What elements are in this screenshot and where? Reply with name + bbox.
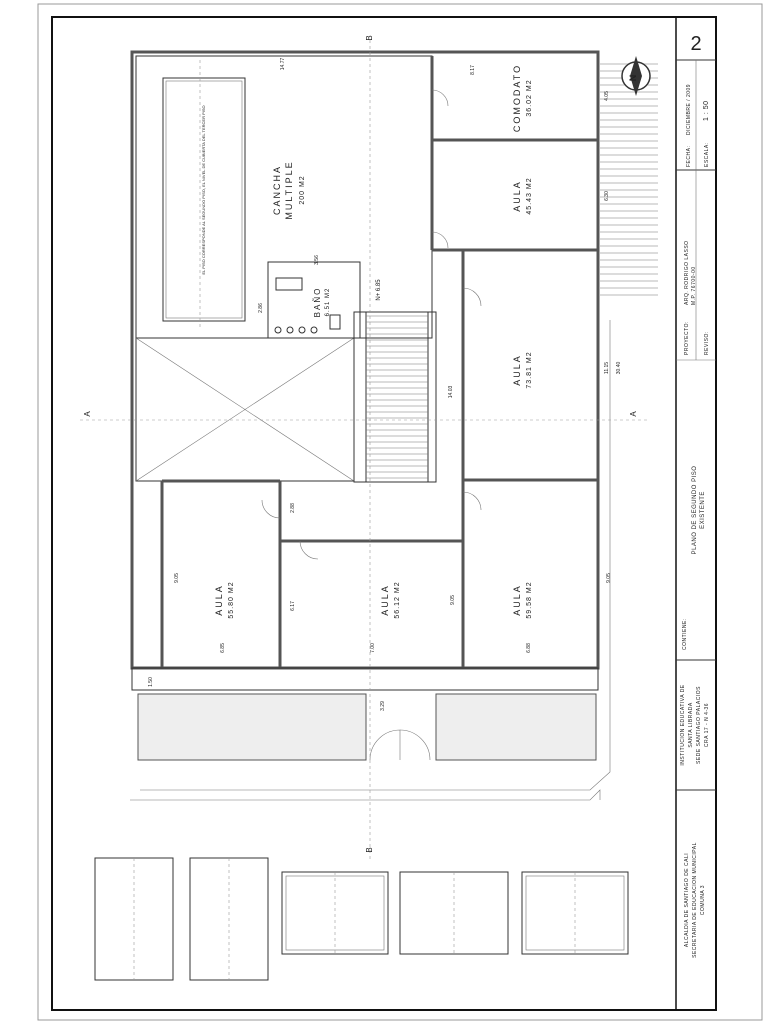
client-line: SECRETARIA DE EDUCACION MUNICIPAL	[692, 842, 698, 958]
north-label: N	[628, 75, 638, 82]
institution-line: SEDE SANTIAGO PALACIOS	[696, 686, 702, 764]
institution-line: SANTA LIBRADA	[688, 702, 694, 747]
license: M.P. 76700-00	[691, 266, 697, 305]
room-area: 73.81 M2	[526, 351, 533, 388]
section-markers: A A B B N	[83, 35, 638, 852]
room-area: 200 M2	[299, 175, 306, 204]
bathroom-walls	[267, 261, 361, 339]
room-area: 55.80 M2	[228, 581, 235, 618]
dimension-label: 9.05	[174, 573, 180, 583]
section-marker: A	[83, 411, 92, 417]
dimension-label: 2.86	[258, 303, 264, 313]
revised-label: REVISO:	[704, 331, 710, 355]
court-note: EL PISO CORRESPONDE AL SEGUNDO PISO, EL …	[201, 105, 206, 274]
floor-plan	[80, 40, 658, 860]
room-area: 6.51 M2	[325, 288, 331, 317]
dimension-label: 8.17	[470, 65, 476, 75]
scale-label: ESCALA:	[704, 142, 710, 167]
dimension-label: 6.17	[290, 601, 296, 611]
outer-border	[37, 3, 763, 1021]
court-rect	[162, 77, 246, 322]
content-line: PLANO DE SEGUNDO PISO	[692, 466, 698, 555]
client-line: COMUNA 3	[700, 885, 706, 915]
dimension-label: 11.15	[604, 362, 610, 374]
dimension-labels: 14.77 8.17 4.05 6.30 11.15 30.40 14.03 2…	[148, 58, 622, 711]
project-label: PROYECTO:	[684, 321, 690, 355]
door-aula4	[261, 499, 281, 519]
planter-right	[435, 693, 597, 761]
entrance-door-right	[399, 729, 431, 761]
room-label: AULA	[512, 354, 522, 386]
site-line	[130, 789, 601, 801]
court-rect-inner	[165, 80, 243, 319]
room-label: AULA	[512, 180, 522, 212]
dimension-label: 6.88	[526, 643, 532, 653]
dimension-label: 4.05	[604, 91, 610, 101]
entrance-door-left	[369, 729, 401, 761]
dimension-label: 14.03	[448, 386, 454, 399]
institution-line: CRA 17 - N 4-36	[704, 703, 710, 747]
level-mark: N+ 6.85	[376, 279, 382, 301]
room-area: 36.02 M2	[526, 79, 533, 116]
door-aula3	[462, 491, 482, 511]
room-label: BAÑO	[313, 287, 322, 318]
content-label: CONTIENE:	[682, 618, 688, 650]
room-label: AULA	[512, 584, 522, 616]
north-arrow	[621, 56, 651, 96]
dimension-label: 9.05	[450, 595, 456, 605]
door-comodato	[431, 89, 449, 107]
dimension-label: 9.05	[606, 573, 612, 583]
dimension-label: 3.56	[314, 255, 320, 265]
room-labels: CANCHA MULTIPLE 200 M2 COMODATO 36.02 M2…	[201, 64, 533, 619]
stair-steps	[366, 315, 428, 479]
client-line: ALCALDIA DE SANTIAGO DE CALI	[684, 853, 690, 947]
room-label: AULA	[380, 584, 390, 616]
dimension-label: 30.40	[616, 362, 622, 375]
dimension-label: 6.30	[604, 191, 610, 201]
dimension-label: 7.00	[370, 643, 376, 653]
room-area: 59.58 M2	[526, 581, 533, 618]
room-label: MULTIPLE	[284, 160, 294, 219]
date-value: DICIEMBRE / 2009	[686, 84, 692, 135]
architect: ARQ. RODRIGO LASSO	[684, 240, 690, 305]
room-label: COMODATO	[512, 64, 522, 132]
room-label: AULA	[214, 584, 224, 616]
room-label: CANCHA	[272, 165, 282, 215]
staircase	[353, 311, 437, 483]
room-area: 45.43 M2	[526, 177, 533, 214]
void-x2	[135, 337, 355, 482]
scale-value: 1 : 50	[703, 100, 710, 121]
dimension-label: 14.77	[280, 58, 286, 71]
dimension-label: 2.88	[290, 503, 296, 513]
institution-line: INSTITUCION EDUCATIVA DE	[680, 684, 686, 765]
dimension-label: 6.85	[220, 643, 226, 653]
date-label: FECHA:	[686, 146, 692, 167]
planter-left	[137, 693, 367, 761]
dimension-label: 3.29	[380, 701, 386, 711]
section-marker: B	[365, 35, 374, 40]
section-marker: A	[629, 411, 638, 417]
site-line-inner	[140, 320, 611, 791]
door-aula1	[431, 231, 449, 249]
door-aula2	[462, 287, 482, 307]
room-area: 56.12 M2	[394, 581, 401, 618]
sheet-number: 2	[690, 33, 701, 55]
urinals	[275, 277, 303, 291]
title-block: 2 FECHA: DICIEMBRE / 2009 ESCALA: 1 : 50…	[676, 33, 716, 958]
ramp-lines	[600, 63, 658, 296]
door-aula5	[299, 540, 319, 560]
dimension-label: 1.50	[148, 677, 154, 687]
content-line: EXISTENTE	[700, 491, 706, 529]
front-band	[131, 667, 599, 691]
toilet	[329, 314, 341, 330]
section-marker: B	[365, 847, 374, 852]
drawing-frame	[51, 16, 717, 1011]
section-thumbnails	[94, 857, 629, 981]
